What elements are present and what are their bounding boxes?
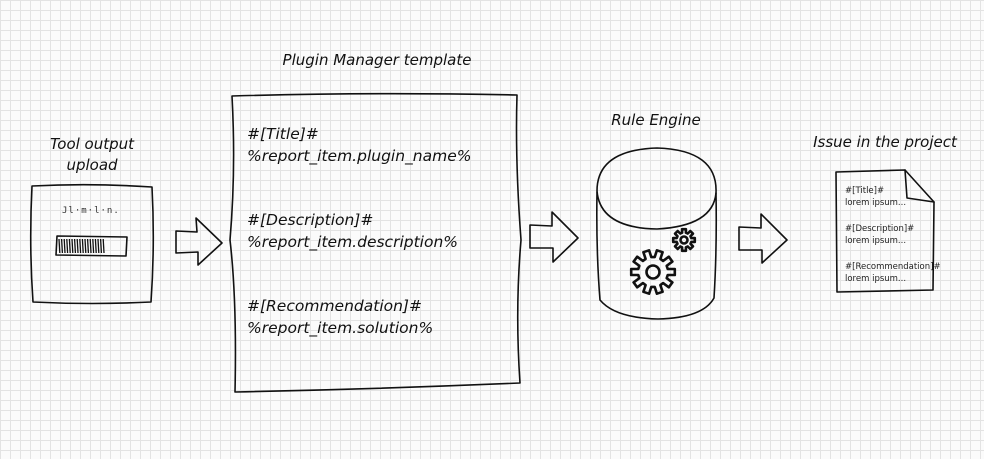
gear-icon	[671, 227, 697, 253]
template-recommendation-value: %report_item.solution%	[247, 319, 434, 337]
template-label: Plugin Manager template	[282, 51, 472, 69]
template-title-tag: #[Title]#	[247, 125, 319, 143]
doc-recommendation-tag: #[Recommendation]#	[845, 262, 941, 272]
upload-box	[29, 183, 155, 305]
doc-recommendation-text: lorem ipsum...	[845, 274, 907, 284]
doc-title-text: lorem ipsum...	[845, 198, 907, 208]
upload-progress-bar	[55, 235, 128, 257]
rule-engine-label: Rule Engine	[611, 111, 701, 129]
gear-icon	[629, 249, 677, 295]
template-box	[229, 92, 522, 393]
doc-title-tag: #[Title]#	[845, 186, 885, 196]
arrow-right-icon	[529, 211, 579, 263]
template-description-value: %report_item.description%	[247, 233, 459, 251]
issue-label: Issue in the project	[813, 133, 957, 151]
database-cylinder-icon	[596, 147, 718, 320]
document-icon	[835, 169, 935, 293]
template-description-tag: #[Description]#	[247, 211, 374, 229]
arrow-right-icon	[738, 213, 788, 264]
template-title-value: %report_item.plugin_name%	[247, 147, 472, 165]
tool-output-label: Tool output upload	[49, 135, 135, 174]
arrow-right-icon	[175, 217, 223, 266]
upload-progress-fill	[58, 238, 105, 254]
doc-description-tag: #[Description]#	[845, 224, 915, 234]
template-recommendation-tag: #[Recommendation]#	[247, 297, 422, 315]
upload-caption: Jl·m·l·n.	[62, 206, 120, 216]
doc-description-text: lorem ipsum...	[845, 236, 907, 246]
